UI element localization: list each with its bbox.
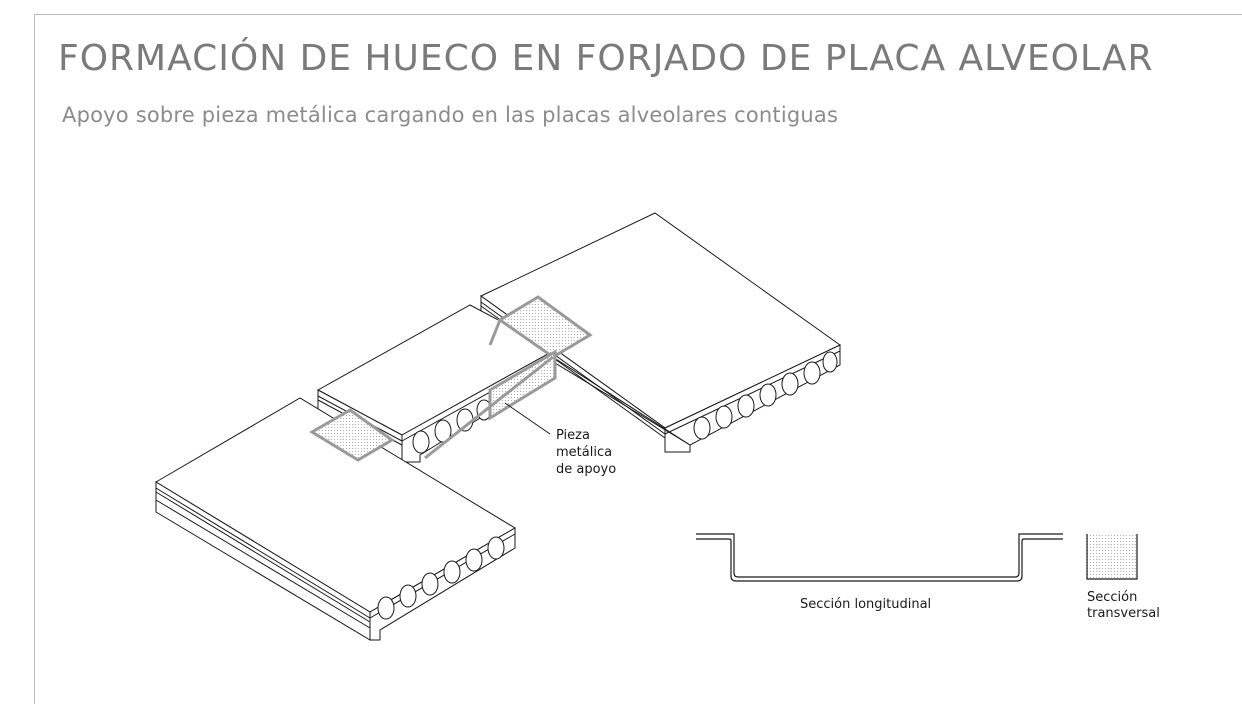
hollow-core-slab-diagram: Pieza metálica de apoyo Sección longitud…	[155, 212, 1160, 641]
longitudinal-section-profile	[696, 533, 1063, 582]
core-hole	[822, 351, 838, 373]
drawing-frame	[34, 14, 1242, 704]
core-hole	[487, 536, 505, 560]
transverse-section-label-2: transversal	[1087, 606, 1160, 621]
pieza-label-line-3: de apoyo	[556, 462, 616, 477]
transverse-section-profile	[1086, 534, 1138, 580]
core-hole	[693, 416, 711, 440]
label-leader-line	[504, 402, 551, 435]
longitudinal-section-label: Sección longitudinal	[800, 597, 931, 612]
core-hole	[759, 383, 777, 407]
core-hole	[443, 560, 461, 584]
left-hollow-core-slab	[155, 397, 516, 641]
metal-bearing-rear	[497, 295, 593, 359]
core-hole	[377, 596, 395, 620]
core-hole	[781, 372, 799, 396]
pieza-label-line-2: metálica	[556, 445, 612, 460]
core-hole	[737, 394, 755, 418]
core-hole	[715, 405, 733, 429]
page-subtitle: Apoyo sobre pieza metálica cargando en l…	[62, 103, 839, 127]
core-hole	[465, 548, 483, 572]
pieza-label-line-1: Pieza	[556, 428, 590, 443]
metal-bearing-front	[309, 408, 395, 462]
core-hole	[399, 584, 417, 608]
page-title: FORMACIÓN DE HUECO EN FORJADO DE PLACA A…	[58, 38, 1154, 79]
core-hole	[412, 430, 430, 454]
core-hole	[803, 361, 821, 385]
metal-support-piece	[309, 295, 593, 462]
transverse-section-label-1: Sección	[1087, 590, 1137, 605]
core-hole	[421, 572, 439, 596]
